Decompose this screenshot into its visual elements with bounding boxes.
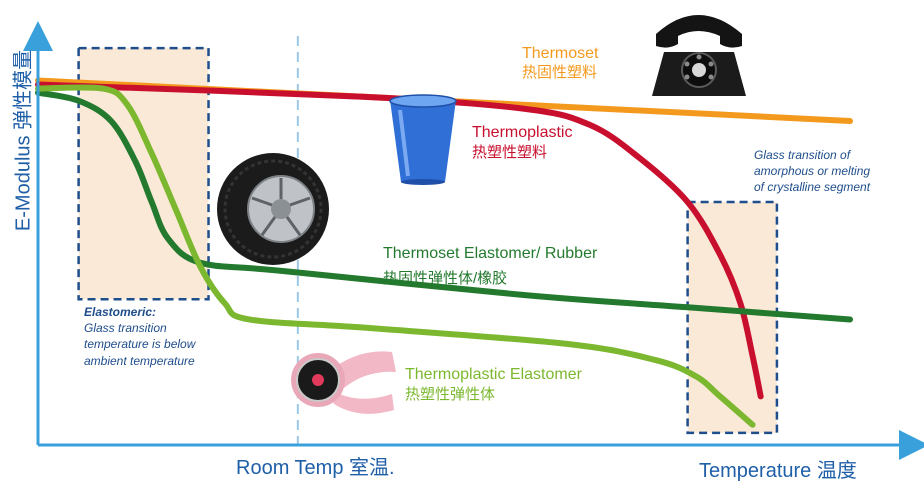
thermoplastic-label-zh: 热塑性塑料 xyxy=(472,144,548,161)
thermoset-label-zh: 热固性塑料 xyxy=(522,64,598,81)
tpe-label: Thermoplastic Elastomer xyxy=(405,366,582,383)
elastomeric-note-line: Glass transition xyxy=(84,321,167,336)
elastomeric-note: Elastomeric: Glass transition temperatur… xyxy=(84,304,195,369)
elastomeric-note-line: ambient temperature xyxy=(84,353,195,368)
plastic-cup-icon xyxy=(389,94,457,185)
glass-transition-note: Glass transition of amorphous or melting… xyxy=(754,147,870,196)
elastomeric-note-title: Elastomeric: xyxy=(84,305,157,319)
glass-note-line: Glass transition of xyxy=(754,148,851,162)
tire-icon xyxy=(217,153,329,265)
tpe-curve xyxy=(35,84,756,428)
rubber-label: Thermoset Elastomer/ Rubber xyxy=(383,245,598,262)
thermoplastic-label: Thermoplastic xyxy=(472,124,573,141)
y-axis-title: E-Modulus 弹性模量 xyxy=(12,49,35,232)
elastomeric-note-line: temperature is below xyxy=(84,337,196,352)
rubber-label-zh: 热固性弹性体/橡胶 xyxy=(383,270,508,287)
glass-note-line: amorphous or melting xyxy=(754,164,871,179)
telephone-icon xyxy=(652,15,746,96)
thermoset-label: Thermoset xyxy=(522,45,599,62)
x-axis-title: Temperature 温度 xyxy=(699,460,857,482)
tpe-label-zh: 热塑性弹性体 xyxy=(405,386,496,403)
room-temp-label: Room Temp 室温. xyxy=(236,457,395,479)
smartwatch-icon xyxy=(291,351,396,414)
glass-transition-region xyxy=(686,200,779,435)
glass-note-line: of crystalline segment xyxy=(754,180,871,195)
